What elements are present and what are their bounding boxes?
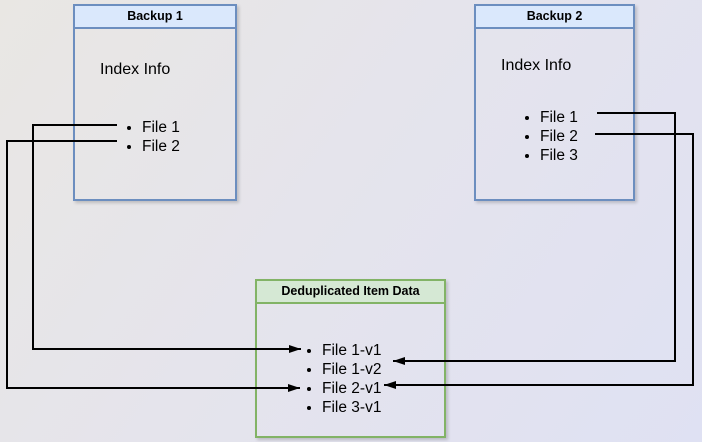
deduplicated-item-data-box: Deduplicated Item Data File 1-v1File 1-v… — [255, 279, 446, 438]
backup1-index-info-label: Index Info — [100, 61, 171, 78]
backup2-file-item: File 1 — [540, 108, 578, 127]
dedup-item-list: File 1-v1File 1-v2File 2-v1File 3-v1 — [257, 341, 381, 417]
backup1-file-item: File 1 — [142, 118, 180, 137]
dedup-item: File 1-v1 — [322, 341, 381, 360]
dedup-item: File 1-v2 — [322, 360, 381, 379]
backup2-index-info-label: Index Info — [501, 57, 572, 74]
backup1-title: Backup 1 — [75, 6, 235, 29]
backup1-file-list: File 1File 2 — [75, 118, 180, 156]
dedup-item: File 3-v1 — [322, 398, 381, 417]
backup2-file-list: File 1File 2File 3 — [476, 108, 578, 165]
backup2-title: Backup 2 — [476, 6, 633, 29]
backup2-box: Backup 2 Index Info File 1File 2File 3 — [474, 4, 635, 201]
backup1-box: Backup 1 Index Info File 1File 2 — [73, 4, 237, 201]
backup1-file-item: File 2 — [142, 137, 180, 156]
dedup-title: Deduplicated Item Data — [257, 281, 444, 304]
backup2-file-item: File 2 — [540, 127, 578, 146]
backup2-file-item: File 3 — [540, 146, 578, 165]
dedup-item: File 2-v1 — [322, 379, 381, 398]
